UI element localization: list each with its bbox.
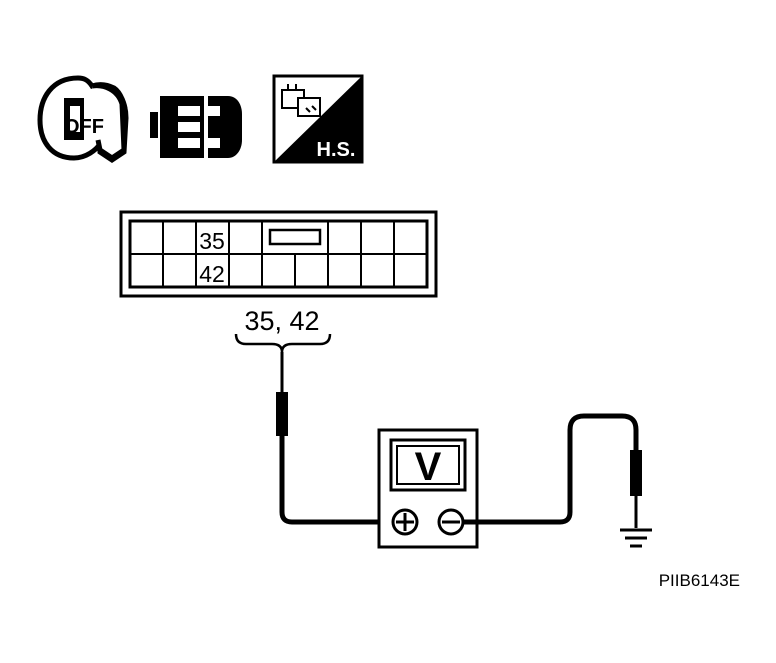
terminal-brace — [234, 333, 332, 353]
disconnected-connector-icon — [150, 96, 242, 158]
pin-35-label: 35 — [199, 228, 225, 254]
voltmeter-icon: V — [377, 428, 479, 549]
connector-face: 35 42 — [119, 210, 438, 298]
harness-side-label: H.S. — [317, 139, 356, 161]
negative-terminal — [437, 508, 465, 536]
ignition-key-off-icon: OFF — [37, 75, 129, 164]
connector-lock-tab — [268, 228, 322, 246]
meter-label: V — [415, 445, 442, 489]
ground-icon — [620, 528, 652, 548]
negative-probe-lead — [463, 413, 642, 528]
harness-side-icon: H.S. — [272, 74, 364, 164]
positive-terminal — [391, 508, 419, 536]
pin-42-label: 42 — [199, 261, 225, 287]
ignition-key-label: OFF — [64, 116, 104, 138]
positive-probe-lead — [276, 352, 392, 525]
reference-code: PIIB6143E — [659, 571, 740, 590]
terminals-label: 35, 42 — [244, 306, 319, 336]
